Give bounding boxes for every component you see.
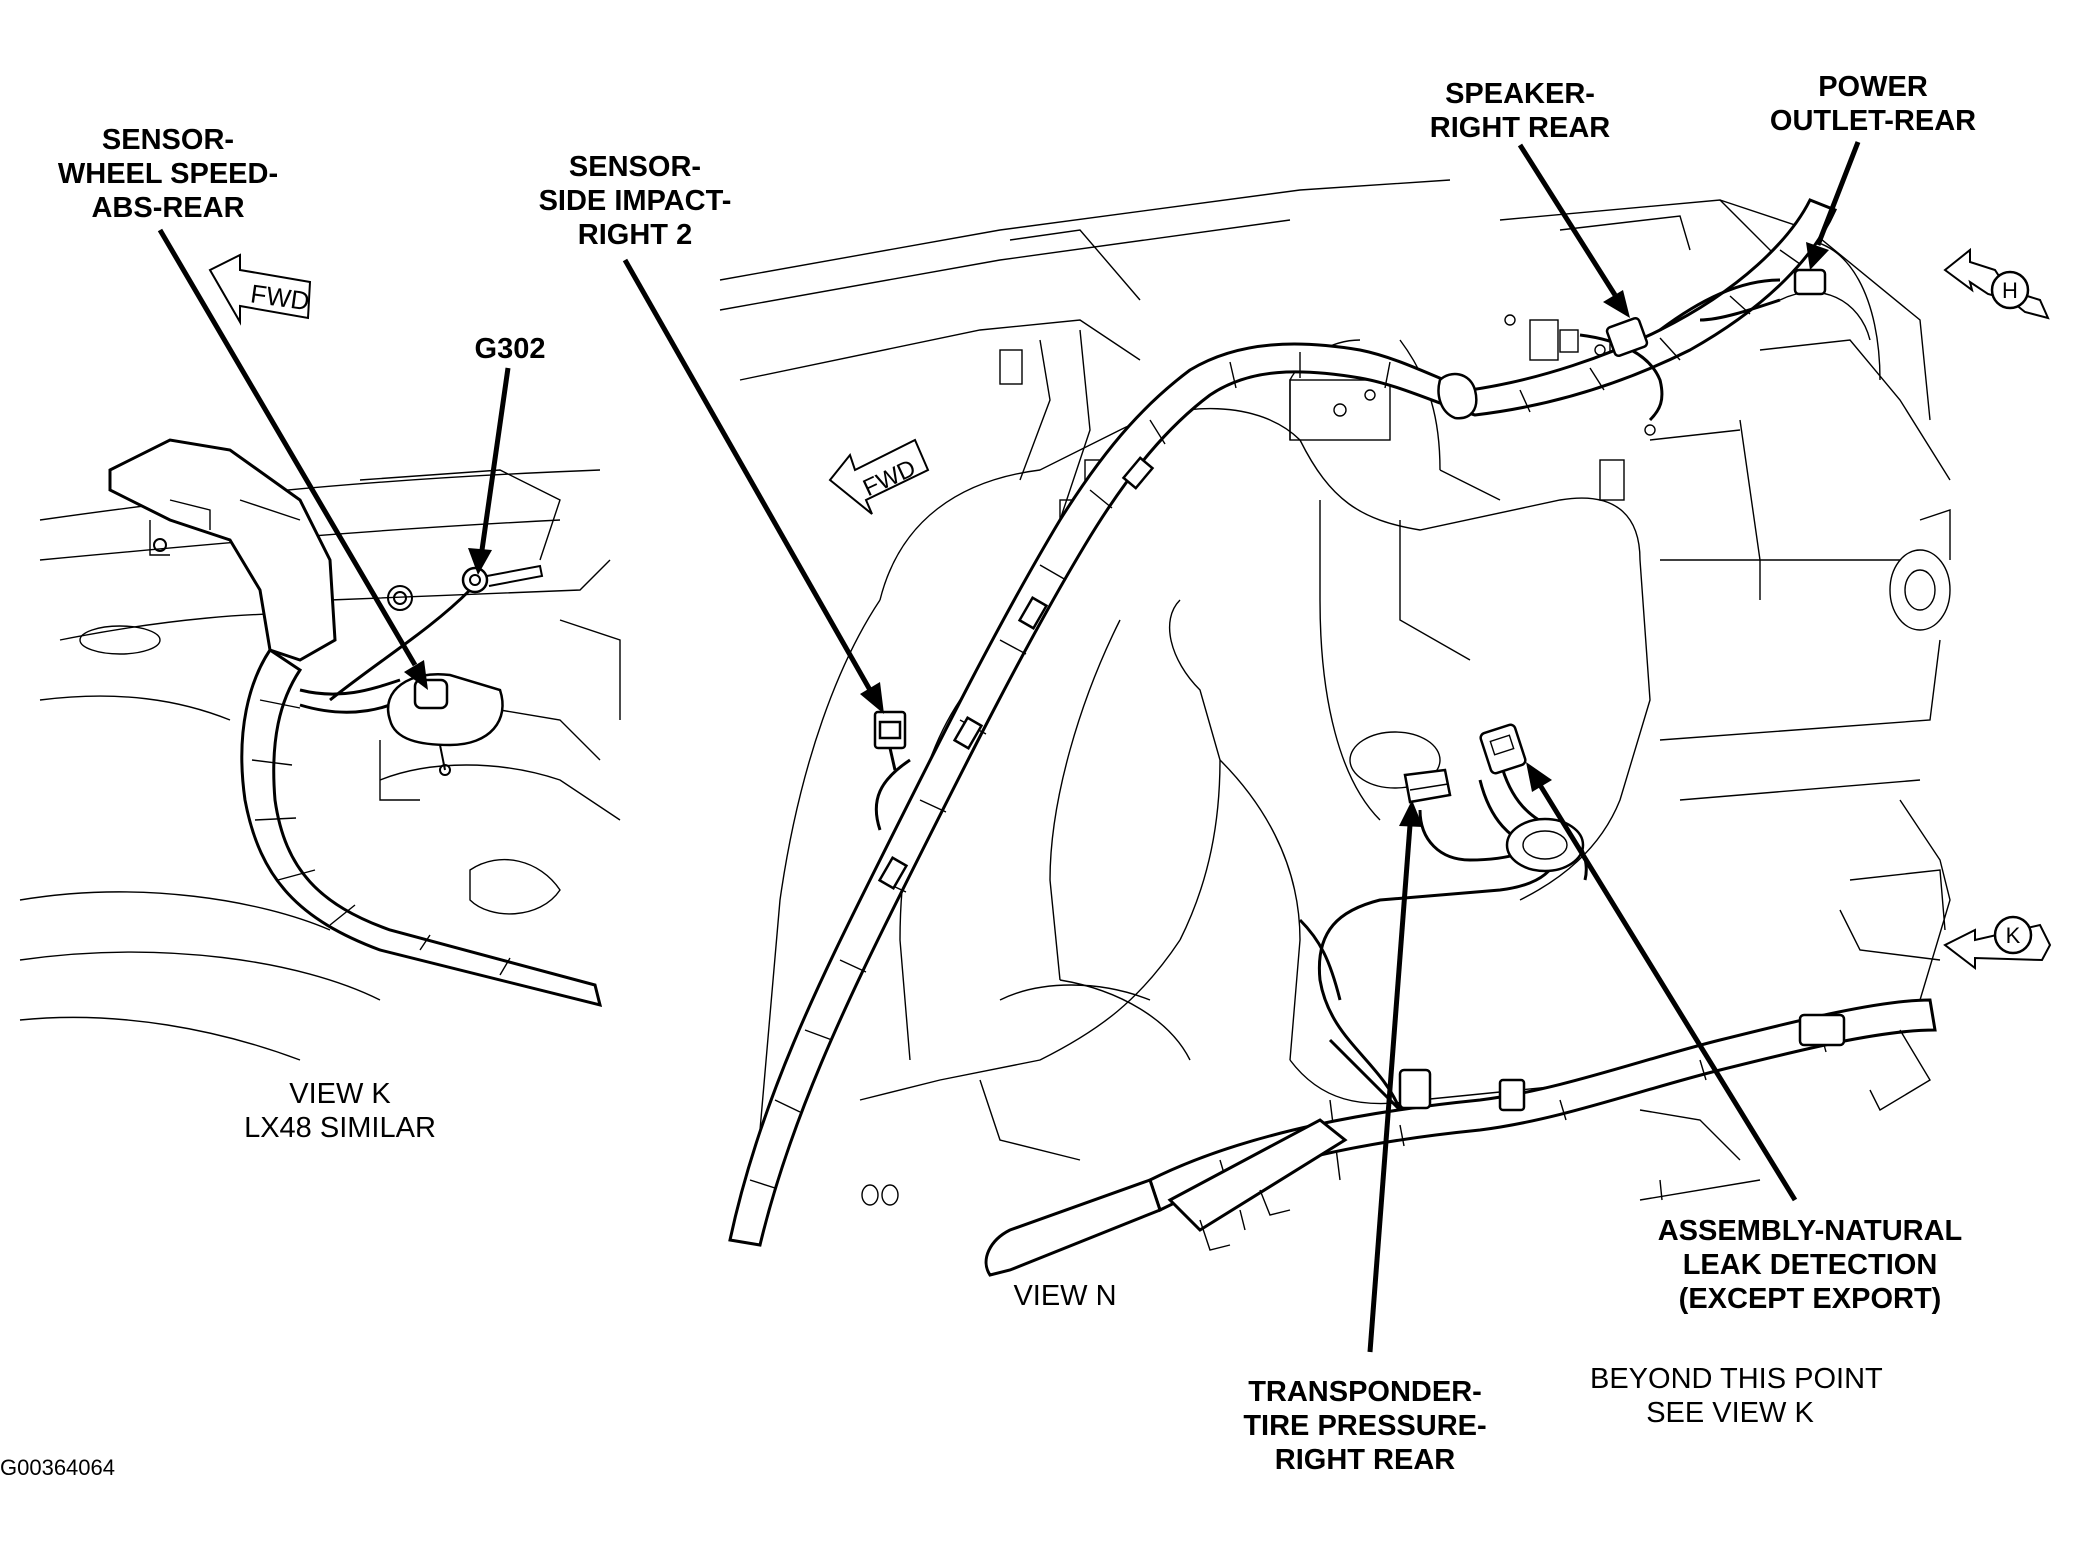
leader-lines	[157, 141, 1861, 1353]
label-beyond-this-point: BEYOND THIS POINT SEE VIEW K	[1590, 1363, 1883, 1429]
label-power-outlet-rear: POWER OUTLET-REAR	[1769, 71, 1977, 137]
reference-arrow-k: K	[1943, 915, 2052, 971]
label-wheel-speed-sensor: SENSOR- WHEEL SPEED- ABS-REAR	[57, 124, 279, 224]
label-side-impact-sensor: SENSOR- SIDE IMPACT- RIGHT 2	[538, 151, 732, 251]
label-g302: G302	[474, 333, 546, 365]
view-k-drawing	[19, 438, 621, 1061]
label-tire-pressure-transponder: TRANSPONDER- TIRE PRESSURE- RIGHT REAR	[1243, 1376, 1487, 1476]
view-k-caption: VIEW K LX48 SIMILAR	[244, 1078, 436, 1144]
ref-h-label: H	[2002, 278, 2018, 303]
fwd-label-view-n: FWD	[859, 455, 920, 503]
fwd-label-view-k: FWD	[249, 278, 312, 316]
label-speaker-right-rear: SPEAKER- RIGHT REAR	[1429, 78, 1611, 144]
ref-k-label: K	[2006, 923, 2021, 948]
fwd-arrow-view-k: FWD	[208, 253, 312, 326]
fwd-arrow-view-n: FWD	[828, 438, 930, 515]
figure-id: G00364064	[0, 1455, 115, 1480]
reference-arrow-h: H	[1943, 247, 2050, 320]
view-n-drawing	[719, 179, 1951, 1277]
label-leak-detection-assembly: ASSEMBLY-NATURAL LEAK DETECTION (EXCEPT …	[1657, 1215, 1963, 1315]
view-n-caption: VIEW N	[1013, 1280, 1117, 1312]
